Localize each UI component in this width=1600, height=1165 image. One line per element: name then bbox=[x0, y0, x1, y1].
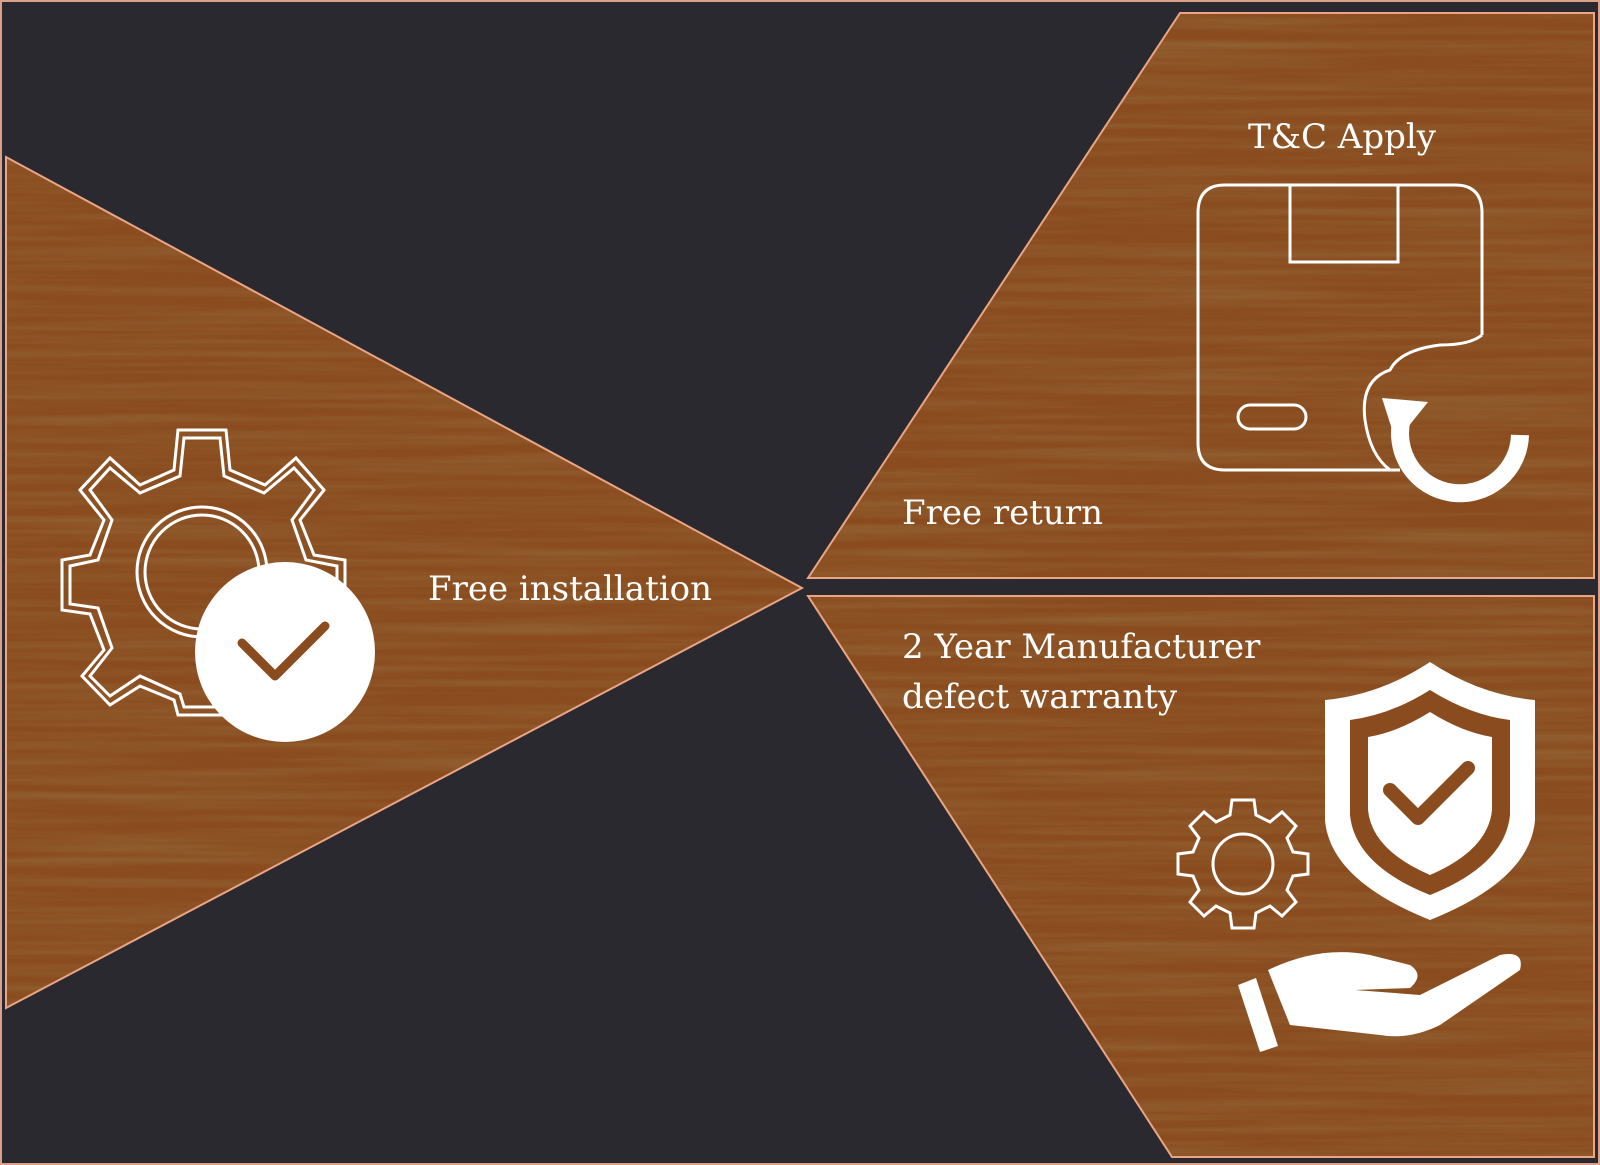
box-return-icon bbox=[1196, 183, 1529, 503]
gear-check-icon bbox=[60, 428, 375, 742]
return-label: Free return bbox=[902, 493, 1103, 533]
warranty-line2: defect warranty bbox=[902, 677, 1178, 717]
terms-note: T&C Apply bbox=[1248, 117, 1437, 157]
shield-hand-gear-icon bbox=[1176, 662, 1535, 1052]
installation-label: Free installation bbox=[428, 569, 712, 609]
warranty-line1: 2 Year Manufacturer bbox=[902, 627, 1261, 667]
